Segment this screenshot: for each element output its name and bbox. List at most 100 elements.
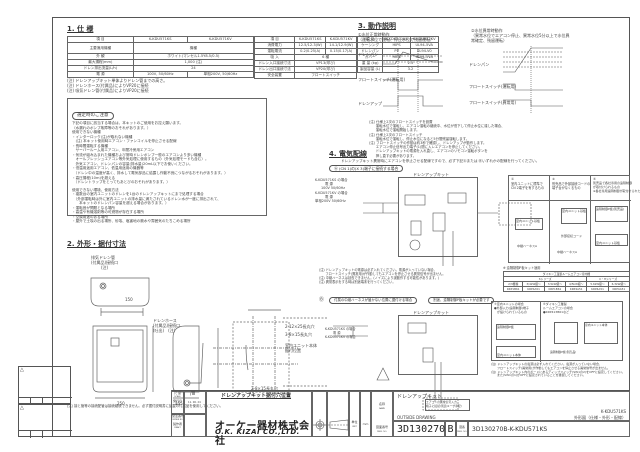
drain-hose-label: ドレンホース (付属品)接続口 (吐出) (注) — [153, 318, 181, 333]
case-b-kit-box: ドレンアップキット — [398, 310, 478, 375]
drawing-type: OUTSIDE DRAWING — [397, 415, 436, 420]
company-cell: オーケー器材株式会社 O.K. KIZAI CO.,LTD. — [206, 391, 312, 447]
case-a-left-labels: K-KDU571KS の場合 電 源 100V 50/60Hz K-KDU571… — [315, 178, 348, 204]
cell: 安全装置 — [253, 72, 296, 79]
note: (注) ドレンホース(付属品)によりVP20に接続 — [67, 83, 149, 88]
chart1-heading: ①水位正常時動作 （運転水位で運転、停止水位で残留運転） — [358, 32, 434, 42]
order-value-cell — [184, 414, 206, 437]
cell: 電 源 — [67, 71, 134, 78]
case-a-notes: (注) ドレンアップキットの電源は必ず入れてください。電源が入っていない場合、 … — [319, 268, 446, 284]
caution-lines: 下記の項目に該当する場合は、本キットのご使用をお控え願います。（水漏れのポンプ故… — [72, 121, 228, 224]
title-block: 尺 度 SCALE 発行日 DATE /Ⅲ 11. 06. 24 受注番号 OR… — [171, 390, 630, 447]
case-b-box-note: エアコンの異常信号入力 端子に接続(別途ユーザ手配) — [425, 399, 470, 411]
projection-cone-icon — [328, 419, 350, 431]
panel-b2: ⑧ダイキン工業製 ルームエアコンの場合 ●KRP413B61など — [543, 302, 573, 314]
outline-title: 2. 外形・据付寸法 — [67, 240, 126, 248]
cell: 単相200V, 50/60Hz — [186, 71, 255, 78]
outline-note: (注) 接と管等の接続配管は接続継続できません。必ず据付説明書に記載の付属品を使… — [67, 404, 223, 408]
company-name-en: O.K. KIZAI CO.,LTD. — [215, 428, 300, 436]
dwg-no-cell: 3D130270 — [393, 421, 445, 437]
chart2-row-pan: ドレンパン — [469, 62, 490, 67]
panel-b1: ③室内ユニットの場合 ●外部入力(遠隔制御)端子 が設けられているもの — [494, 302, 529, 314]
cell: フロートスイッチ — [294, 72, 357, 79]
case-b-panels: ③室内ユニットの場合 ●外部入力(遠隔制御)端子 が設けられているもの 遠隔制御… — [491, 301, 623, 362]
outline-drawing — [90, 277, 328, 399]
inlet-drain-label: 排気ドレン管 (付属品)接続口 (注) — [91, 255, 119, 270]
chart2-heading: ②水位異常時動作 （異常水位でエアコン停止、異常水位5分以上で水位異常確定、残留… — [471, 28, 570, 43]
wiring-title: 4. 電気配線 — [329, 150, 367, 158]
name-label-cell: 名称 NAME 図面番号 DWG. NO. — [371, 391, 393, 437]
reference-number: 3D130270B-K-KDU571KS — [472, 426, 548, 433]
revision-block-1: △ — [18, 366, 72, 405]
case-b-left-labels: K-KDU571KS の場合 電 源 K-KDU571KV の場合 — [325, 327, 356, 339]
case-b-notes: (注) ドレンアップキットの電源は必ず入れてください。電源が入っていない場合、 … — [491, 362, 625, 378]
operation-notes: (注) 仕様上2次のフロートスイッチを設置 運転水位で運転し、エアコン運転の継続… — [369, 120, 505, 158]
scale-value-cell: /Ⅲ 11. 06. 24 — [184, 391, 206, 414]
third-angle-projection-icon — [313, 419, 328, 431]
unit-value-cell: mm — [360, 391, 371, 437]
ref-label-cell: 図番 DWG. NO. — [456, 421, 468, 437]
product-name: ドレンアップキット — [397, 394, 443, 400]
projection-cell — [312, 391, 328, 437]
order-label-cell: 受注番号 ORDER NO. 製作者 DRAFT — [171, 414, 184, 437]
cell: 0.15/0.17(A) — [325, 48, 357, 55]
name-cell: ドレンアップキット OUTSIDE DRAWING K-KDU571KS 外形図… — [393, 391, 630, 421]
case-a-kit-box: ドレンアップキット — [398, 172, 478, 257]
revision-triangle-icon: △ — [20, 405, 24, 411]
chart2-row-float1: フロートスイッチ(運転用) — [469, 84, 517, 89]
caution-title: 選定時のご注意 — [72, 112, 114, 120]
cell: ドレン入口接続寸法 — [253, 60, 296, 67]
ref-no-cell: 3D130270B-K-KDU571KS — [468, 421, 630, 437]
timing-charts — [383, 46, 563, 114]
unit-label-cell: 単位 UNIT — [349, 391, 360, 437]
cell: 100V, 50/60Hz — [132, 71, 188, 78]
revision-cell: B — [445, 421, 456, 437]
company-name-jp: オーケー器材株式会社 — [215, 421, 310, 447]
cell: 3.2 — [382, 66, 439, 73]
panel-3: ③ 別売品で各社専用の遠隔制御 が取付けられるもの ※各社専用遠隔制御が取付けら… — [593, 177, 640, 193]
cell: K-KDU571KS — [294, 36, 327, 43]
model-name: K-KDU571KS — [600, 409, 626, 414]
note: (注) 吸気ドレン管(付属品)によりVP20に接続 — [67, 88, 149, 93]
hole-labels: 2-12×25長丸穴 3-8×15長丸穴 室内ユニット本体 据付位置 — [285, 324, 317, 353]
case-b-wiring — [333, 322, 459, 411]
dim-155: 155 — [175, 401, 183, 406]
spec-title: 1. 仕 様 — [67, 25, 94, 33]
drawing-number: 3D130270 — [397, 424, 446, 435]
adapter-table-title: ※ 遠隔制御P板キット適用 — [503, 266, 541, 270]
operation-title: 3. 動作説明 — [358, 22, 396, 30]
chart1-row-pan: ドレンパン — [358, 52, 379, 57]
dim-150: 150 — [125, 297, 133, 302]
drawing-desc: 外形図（仕様・外形・配線） — [574, 415, 626, 420]
panel-2: ② 別売品で外部接続コードの 端子台がなくるもの — [552, 177, 591, 190]
mount-title: ドレンアップキット据付穴位置 — [221, 393, 292, 399]
cell: K-KDU571KV — [325, 36, 357, 43]
note: (注) ドレンアップキット単体よりドレン管までの高さ。 — [67, 78, 168, 83]
chart1-row-pump: ドレンアップ — [358, 101, 382, 106]
spec-notes: (注) ドレンアップキット単体よりドレン管までの高さ。 (注) ドレンホース(付… — [67, 78, 167, 93]
cell: 主要適用機種 — [67, 42, 134, 54]
case-a-title: Ⓐ (CN 1)の(X 3)端子に接続する場合 — [329, 165, 404, 172]
cell: 機種 — [132, 42, 255, 54]
dim-250: 250 — [117, 401, 125, 406]
cell: 14.1/12.9(W) — [325, 42, 357, 49]
projection-cone-cell — [327, 391, 350, 437]
cell: 製品容量 (L) — [356, 66, 384, 73]
hole-label-bottom: 2-8×15長丸穴 — [251, 386, 278, 391]
revision-triangle-icon: △ — [20, 367, 24, 373]
revision-block-2: △ — [18, 404, 72, 438]
wiring-intro: ドレンアップキット異常時にエアコンを停止させる配線ですので、必ず下記Ⓐまたは Ⓑ… — [341, 159, 540, 163]
panel-1: ① 室内ユニットに標準で CN 2端子を有するもの — [511, 177, 545, 190]
caution-box: 選定時のご注意 下記の項目に該当する場合は、本キットのご使用をお控え願います。（… — [67, 98, 267, 223]
cell: ドレン出口接続寸法 — [253, 66, 296, 73]
chart2-row-float2: フロートスイッチ(異常用) — [469, 100, 517, 105]
revision-letter: B — [447, 424, 454, 435]
cell: 12.5/12.3(W) — [294, 42, 327, 49]
chart1-row-float: フロートスイッチ(運転用) — [358, 77, 406, 82]
case-b-title: Ⓑ 付属の中継ハーネスが届かない位置に据付ける場合 別途、遠隔制御P板キットが必… — [319, 286, 495, 305]
